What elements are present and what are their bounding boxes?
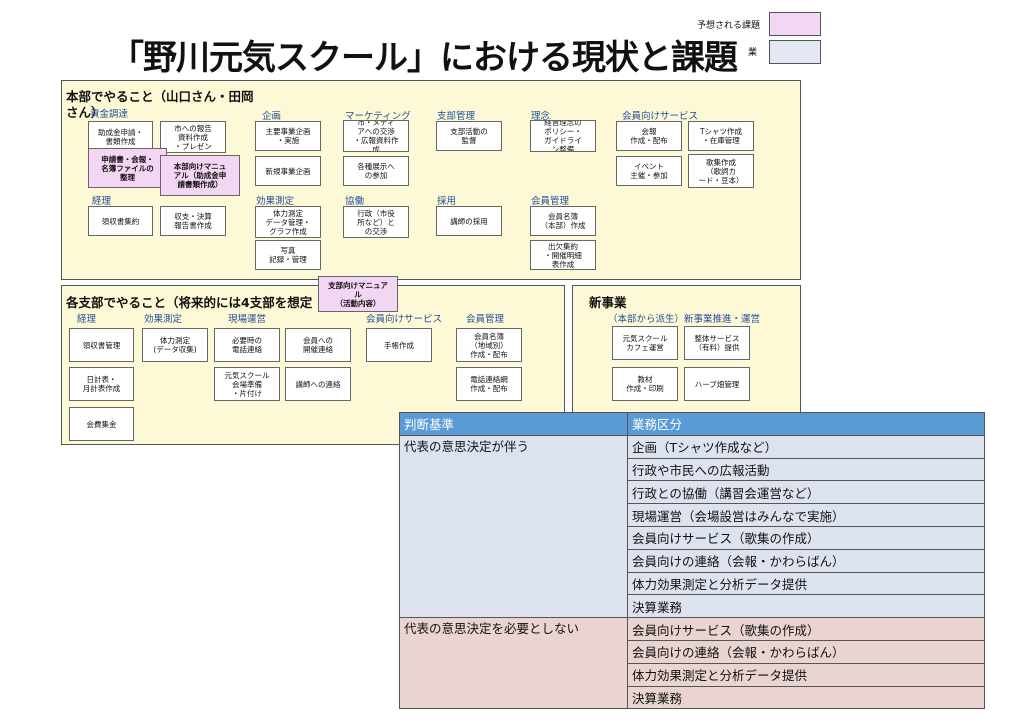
table-cell-category: 現場運営（会場設営はみんなで実施） bbox=[627, 503, 985, 527]
task-herb: ハーブ畑管理 bbox=[684, 367, 750, 401]
table-cell-category: 会員向けサービス（歌集の作成） bbox=[627, 617, 985, 641]
table-header-row: 判断基準 業務区分 bbox=[399, 412, 985, 436]
legend-task-label: 業 bbox=[748, 48, 758, 58]
table-cell-category: 体力効果測定と分析データ提供 bbox=[627, 571, 985, 596]
task-kaijo: 元気スクール 会場準備 ・片付け bbox=[214, 367, 280, 401]
task-meibo-branch: 会員名簿 （地域別） 作成・配布 bbox=[456, 328, 522, 362]
task-tenji: 各種展示へ の参加 bbox=[343, 156, 409, 186]
criteria-table: 判断基準 業務区分 代表の意思決定が伴う企画（Tシャツ作成など）行政や市民への広… bbox=[399, 412, 985, 710]
task-nikkei: 日計表・ 月計表作成 bbox=[69, 367, 134, 401]
task-seitai: 整体サービス （有料）提供 bbox=[684, 326, 750, 360]
task-tairyoku-hq: 体力測定 データ管理・ グラフ作成 bbox=[255, 206, 321, 238]
table-row: 決算業務 bbox=[400, 685, 985, 710]
task-cafe: 元気スクール カフェ運営 bbox=[612, 326, 678, 360]
table-row: 体力効果測定と分析データ提供 bbox=[400, 662, 985, 687]
hq-title: 本部でやること（山口さん・田岡 bbox=[66, 89, 254, 104]
branch-cat-keiri: 経理 bbox=[77, 314, 97, 325]
task-event: イベント 主催・参加 bbox=[616, 156, 682, 186]
legend-task-swatch bbox=[769, 40, 821, 64]
task-kyozai: 教材 作成・印刷 bbox=[612, 367, 678, 401]
task-kashu: 歌集作成 （歌詞カ ード・豆本） bbox=[688, 154, 754, 188]
task-denwa: 必要時の 電話連絡 bbox=[214, 328, 280, 362]
table-cell-category: 会員向けサービス（歌集の作成） bbox=[627, 525, 985, 550]
hq-cat-keiri: 経理 bbox=[92, 196, 112, 207]
table-cell-category: 会員向けの連絡（会報・かわらばん） bbox=[627, 639, 985, 664]
group-b-criterion: 代表の意思決定を必要としない bbox=[399, 617, 628, 710]
branch-cat-koka: 効果測定 bbox=[144, 314, 183, 325]
table-row: 会員向けサービス（歌集の作成） bbox=[400, 525, 985, 550]
hq-cat-marketing: マーケティング bbox=[345, 111, 411, 122]
issue-manual-hq: 本部向けマニュ アル（助成金申 請書類作成） bbox=[160, 155, 240, 196]
task-rinen: 経営理念の ポリシー・ ガイドライ ン整備 bbox=[530, 120, 596, 152]
table-row: 会員向けの連絡（会報・かわらばん） bbox=[400, 639, 985, 664]
task-media: 市・メディ アへの交渉 ・広報資料作 成 bbox=[343, 120, 409, 152]
table-cell-category: 決算業務 bbox=[627, 685, 985, 710]
task-shuyo-kikaku: 主要事業企画 ・実施 bbox=[255, 121, 321, 151]
table-cell-category: 企画（Tシャツ作成など） bbox=[627, 434, 985, 459]
table-cell-category: 決算業務 bbox=[627, 594, 985, 619]
task-gyosei: 行政（市役 所など）と の交渉 bbox=[343, 206, 409, 238]
newbiz-title: 新事業 bbox=[589, 295, 627, 310]
hq-cat-kyodo: 協働 bbox=[345, 196, 365, 207]
table-row: 現場運営（会場設営はみんなで実施） bbox=[400, 503, 985, 527]
hq-cat-kaiin-kanri: 会員管理 bbox=[531, 196, 570, 207]
table-cell-category: 行政との協働（講習会運営など） bbox=[627, 480, 985, 505]
task-kaihi: 会費集金 bbox=[69, 407, 134, 441]
task-shashin: 写真 記録・管理 bbox=[255, 240, 321, 270]
hq-title-wrap: さん） bbox=[66, 105, 104, 120]
table-row: 会員向けの連絡（会報・かわらばん） bbox=[400, 548, 985, 573]
task-meibo-hq: 会員名簿 （本部）作成 bbox=[530, 206, 596, 236]
issue-shinsei: 申請書・会報・ 名簿ファイルの 整理 bbox=[88, 148, 167, 188]
legend-issue-label: 予想される課題 bbox=[697, 21, 761, 31]
branch-cat-service: 会員向けサービス bbox=[366, 314, 443, 325]
table-cell-category: 行政や市民への広報活動 bbox=[627, 457, 985, 482]
table-header-criteria: 判断基準 bbox=[399, 412, 628, 436]
task-shinki-kikaku: 新規事業企画 bbox=[255, 156, 321, 186]
table-row: 代表の意思決定が伴う企画（Tシャツ作成など） bbox=[399, 434, 985, 619]
table-row: 行政との協働（講習会運営など） bbox=[400, 480, 985, 505]
branch-cat-kanri: 会員管理 bbox=[466, 314, 505, 325]
hq-cat-shibu: 支部管理 bbox=[437, 111, 476, 122]
task-shushi: 収支・決算 報告書作成 bbox=[160, 206, 226, 236]
page-title: 「野川元気スクール」における現状と課題 bbox=[110, 38, 738, 78]
task-shibu-kansa: 支部活動の 監督 bbox=[436, 121, 502, 151]
table-row: 決算業務 bbox=[400, 594, 985, 619]
task-tairyoku-branch: 体力測定 (データ収集) bbox=[142, 328, 208, 362]
branch-cat-genba: 現場運営 bbox=[228, 314, 267, 325]
task-tshirt: Tシャツ作成 ・在庫管理 bbox=[688, 121, 754, 151]
task-denwamo: 電話連絡網 作成・配布 bbox=[456, 367, 522, 401]
criteria-table-body: 代表の意思決定が伴う企画（Tシャツ作成など）行政や市民への広報活動行政との協働（… bbox=[399, 434, 985, 710]
task-shi-hokoku: 市への報告 資料作成 ・プレゼン bbox=[160, 121, 226, 153]
table-row: 代表の意思決定を必要としない会員向けサービス（歌集の作成） bbox=[399, 617, 985, 710]
table-cell-category: 会員向けの連絡（会報・かわらばん） bbox=[627, 548, 985, 573]
task-joseikin: 助成金申請・ 書類作成 bbox=[88, 121, 153, 153]
branch-title: 各支部でやること（将来的には4支部を想定 bbox=[66, 295, 313, 310]
table-row: 体力効果測定と分析データ提供 bbox=[400, 571, 985, 596]
task-kaiin-renraku: 会員への 開催連絡 bbox=[285, 328, 351, 362]
table-cell-category: 体力効果測定と分析データ提供 bbox=[627, 662, 985, 687]
hq-cat-kikaku: 企画 bbox=[262, 111, 282, 122]
legend-issue-swatch bbox=[769, 12, 821, 36]
hq-cat-kaiin-service: 会員向けサービス bbox=[622, 111, 699, 122]
hq-cat-koka: 効果測定 bbox=[256, 196, 295, 207]
hq-cat-saiyo: 採用 bbox=[437, 196, 457, 207]
table-header-category: 業務区分 bbox=[627, 412, 985, 436]
group-a-criterion: 代表の意思決定が伴う bbox=[399, 434, 628, 619]
task-koshi-renraku: 講師への連絡 bbox=[285, 367, 351, 401]
task-koshi-saiyo: 講師の採用 bbox=[436, 206, 502, 236]
issue-manual-branch: 支部向けマニュア ル （活動内容） bbox=[318, 276, 398, 312]
task-kaiho: 会報 作成・配布 bbox=[616, 121, 682, 151]
task-techo: 手帳作成 bbox=[366, 328, 432, 362]
task-ryoshusho-hq: 領収書集約 bbox=[88, 206, 153, 236]
hq-cat-rinen: 理念 bbox=[531, 111, 551, 122]
task-ryoshusho-branch: 領収書管理 bbox=[69, 328, 134, 362]
task-shukketsu: 出欠集約 ・開催明細 表作成 bbox=[530, 240, 596, 270]
hq-cat-funding: 資金調達 bbox=[90, 109, 129, 120]
newbiz-cat: （本部から派生）新事業推進・運営 bbox=[608, 314, 761, 325]
